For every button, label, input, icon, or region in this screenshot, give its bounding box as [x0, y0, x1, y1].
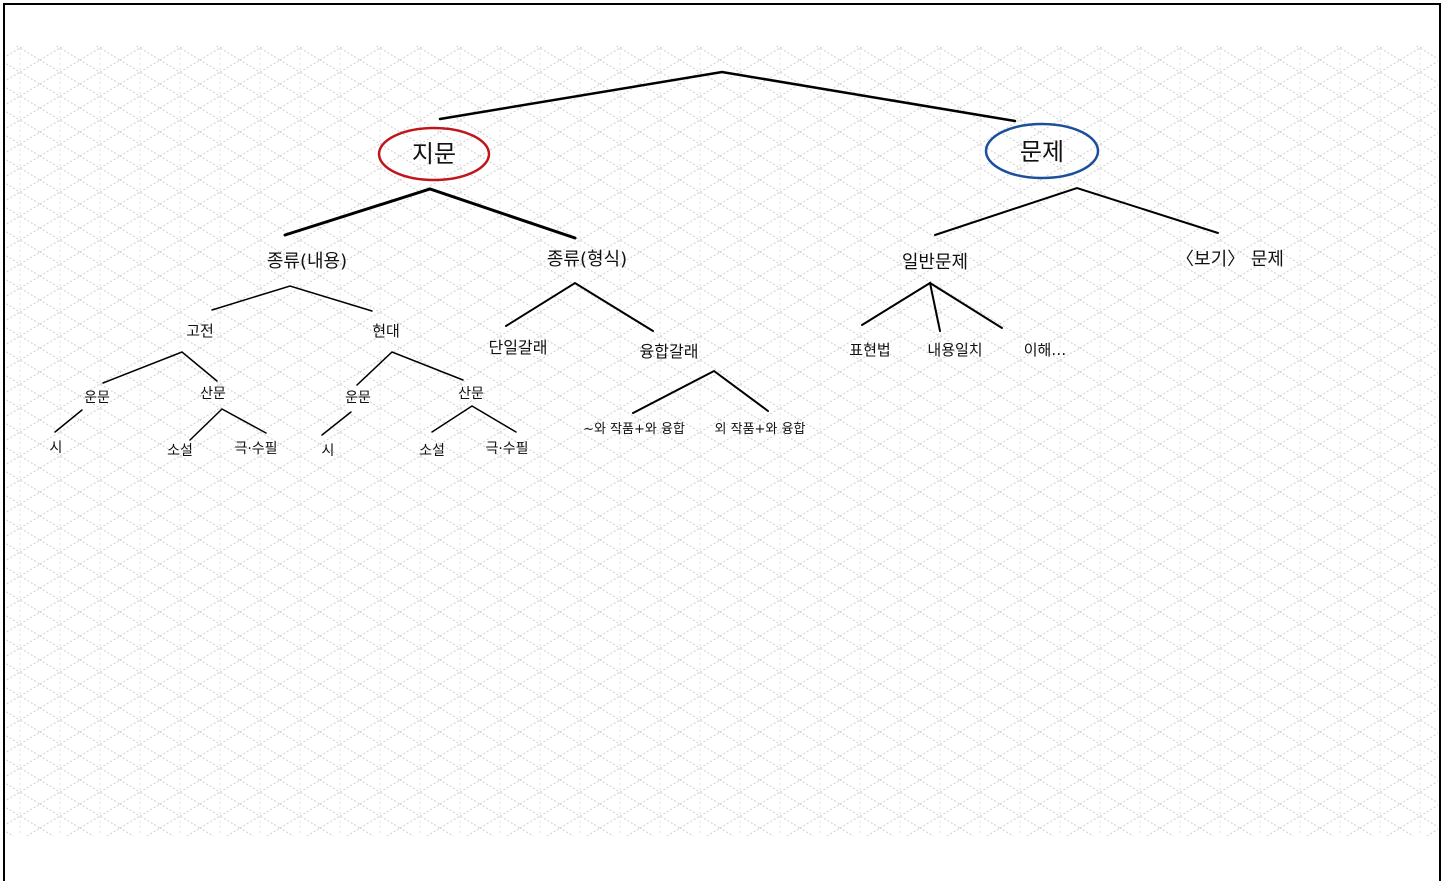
node-genre-content: 종류(내용): [267, 251, 347, 272]
tree-connectors: [54, 70, 1219, 441]
classical-connector: [102, 351, 218, 384]
classical-prose-connector: [189, 408, 267, 441]
node-combined-genre: 융합갈래: [640, 342, 699, 361]
node-combined-b: 외 작품+와 융합: [715, 422, 806, 437]
node-modern-poem: 시: [322, 443, 335, 459]
combined-connector: [632, 369, 769, 414]
node-content-match: 내용일치: [927, 341, 982, 359]
node-understanding: 이해…: [1024, 341, 1067, 359]
node-classical-drama-essay: 극·수필: [234, 441, 277, 457]
modern-connector: [356, 351, 464, 386]
node-modern: 현대: [372, 322, 400, 340]
node-classical-verse: 운문: [84, 390, 110, 406]
node-combined-a: ~와 작품+와 융합: [583, 422, 685, 437]
node-classical-novel: 소설: [167, 443, 193, 459]
grid-background: [6, 46, 1438, 836]
node-modern-novel: 소설: [419, 443, 445, 459]
question-ellipse: [984, 122, 1100, 180]
node-classical-poem: 시: [50, 440, 63, 456]
modern-verse-connector: [321, 411, 352, 436]
general-connector-b: [929, 282, 1003, 329]
question-connector: [934, 186, 1219, 236]
node-genre-form: 종류(형식): [547, 249, 627, 270]
form-connector: [505, 281, 654, 332]
node-classical: 고전: [186, 322, 214, 340]
modern-prose-connector: [431, 405, 517, 433]
node-bogi-question: 〈보기〉 문제: [1176, 249, 1284, 270]
classical-verse-connector: [54, 409, 83, 433]
node-modern-prose: 산문: [458, 386, 484, 402]
node-classical-prose: 산문: [200, 386, 226, 402]
node-modern-drama-essay: 극·수필: [485, 441, 528, 457]
node-general-question: 일반문제: [902, 252, 968, 273]
node-modern-verse: 운문: [345, 390, 371, 406]
root-connector: [438, 70, 1017, 123]
node-question: 문제: [1020, 138, 1064, 166]
passage-ellipse: [377, 126, 491, 182]
node-single-genre: 단일갈래: [489, 338, 548, 357]
genre-connector: [211, 285, 373, 312]
passage-connector: [283, 187, 577, 240]
node-expression: 표현법: [849, 341, 890, 359]
node-passage: 지문: [412, 140, 456, 168]
